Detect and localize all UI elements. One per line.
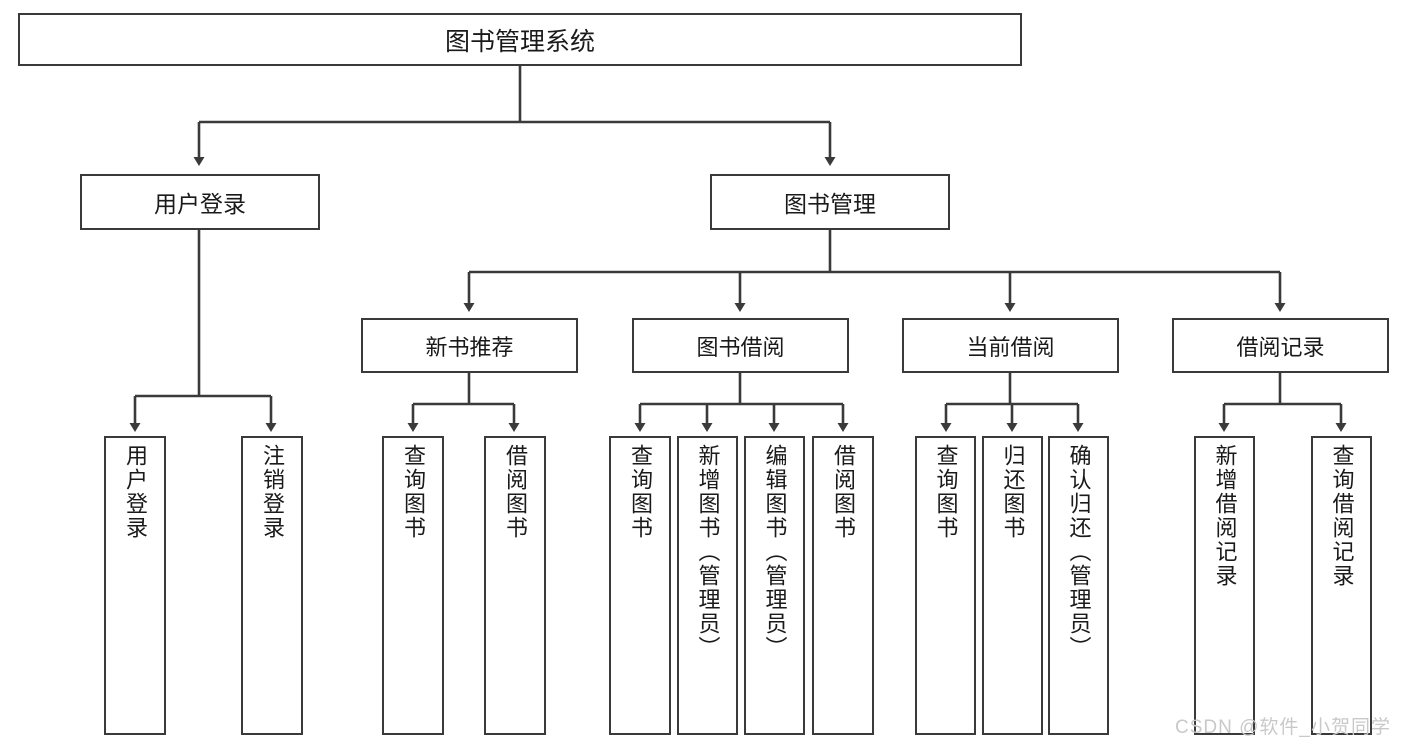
leaf-label: 新增图书（管理员） (695, 444, 721, 660)
leaf-label: 确认归还（管理员） (1066, 444, 1092, 660)
leaf-label: 查询借阅记录 (1329, 444, 1355, 588)
node-new-book-recommend-label: 新书推荐 (425, 334, 514, 360)
node-borrow-records-label: 借阅记录 (1236, 334, 1325, 360)
node-borrow-records[interactable]: 借阅记录 (1172, 318, 1389, 373)
node-user-login[interactable]: 用户登录 (80, 174, 320, 230)
leaf-current-confirm-return-admin[interactable]: 确认归还（管理员） (1048, 436, 1109, 735)
node-current-borrow-label: 当前借阅 (966, 334, 1055, 360)
leaf-label: 查询图书 (628, 444, 653, 540)
node-user-login-label: 用户登录 (154, 191, 246, 217)
leaf-new-book-borrow[interactable]: 借阅图书 (484, 436, 546, 735)
leaf-label: 用户登录 (123, 444, 148, 540)
leaf-user-login-signout[interactable]: 注销登录 (241, 436, 303, 735)
leaf-borrow-edit-book-admin[interactable]: 编辑图书（管理员） (744, 436, 805, 735)
leaf-current-query-book[interactable]: 查询图书 (915, 436, 976, 735)
node-current-borrow[interactable]: 当前借阅 (902, 318, 1119, 373)
node-book-borrow-label: 图书借阅 (696, 334, 785, 360)
leaf-current-return-book[interactable]: 归还图书 (982, 436, 1043, 735)
leaf-user-login-signin[interactable]: 用户登录 (104, 436, 166, 735)
node-book-management-label: 图书管理 (784, 191, 876, 217)
node-book-management[interactable]: 图书管理 (710, 174, 950, 230)
leaf-label: 查询图书 (933, 444, 959, 540)
leaf-label: 查询图书 (401, 444, 426, 540)
leaf-borrow-borrow-book[interactable]: 借阅图书 (812, 436, 874, 735)
leaf-new-book-query[interactable]: 查询图书 (382, 436, 444, 735)
leaf-borrow-add-book-admin[interactable]: 新增图书（管理员） (677, 436, 738, 735)
node-new-book-recommend[interactable]: 新书推荐 (361, 318, 578, 373)
watermark: CSDN @软件_小贺同学 (1175, 717, 1391, 738)
node-root[interactable]: 图书管理系统 (18, 13, 1022, 66)
leaf-label: 借阅图书 (831, 444, 856, 540)
leaf-label: 注销登录 (260, 444, 285, 540)
leaf-borrow-query-book[interactable]: 查询图书 (609, 436, 671, 735)
node-book-borrow[interactable]: 图书借阅 (632, 318, 849, 373)
leaf-label: 编辑图书（管理员） (762, 444, 788, 660)
node-root-label: 图书管理系统 (444, 27, 595, 56)
leaf-label: 归还图书 (1000, 444, 1026, 540)
leaf-records-add-record[interactable]: 新增借阅记录 (1194, 436, 1255, 735)
leaf-records-query-record[interactable]: 查询借阅记录 (1311, 436, 1372, 735)
leaf-label: 新增借阅记录 (1212, 444, 1238, 588)
leaf-label: 借阅图书 (503, 444, 528, 540)
